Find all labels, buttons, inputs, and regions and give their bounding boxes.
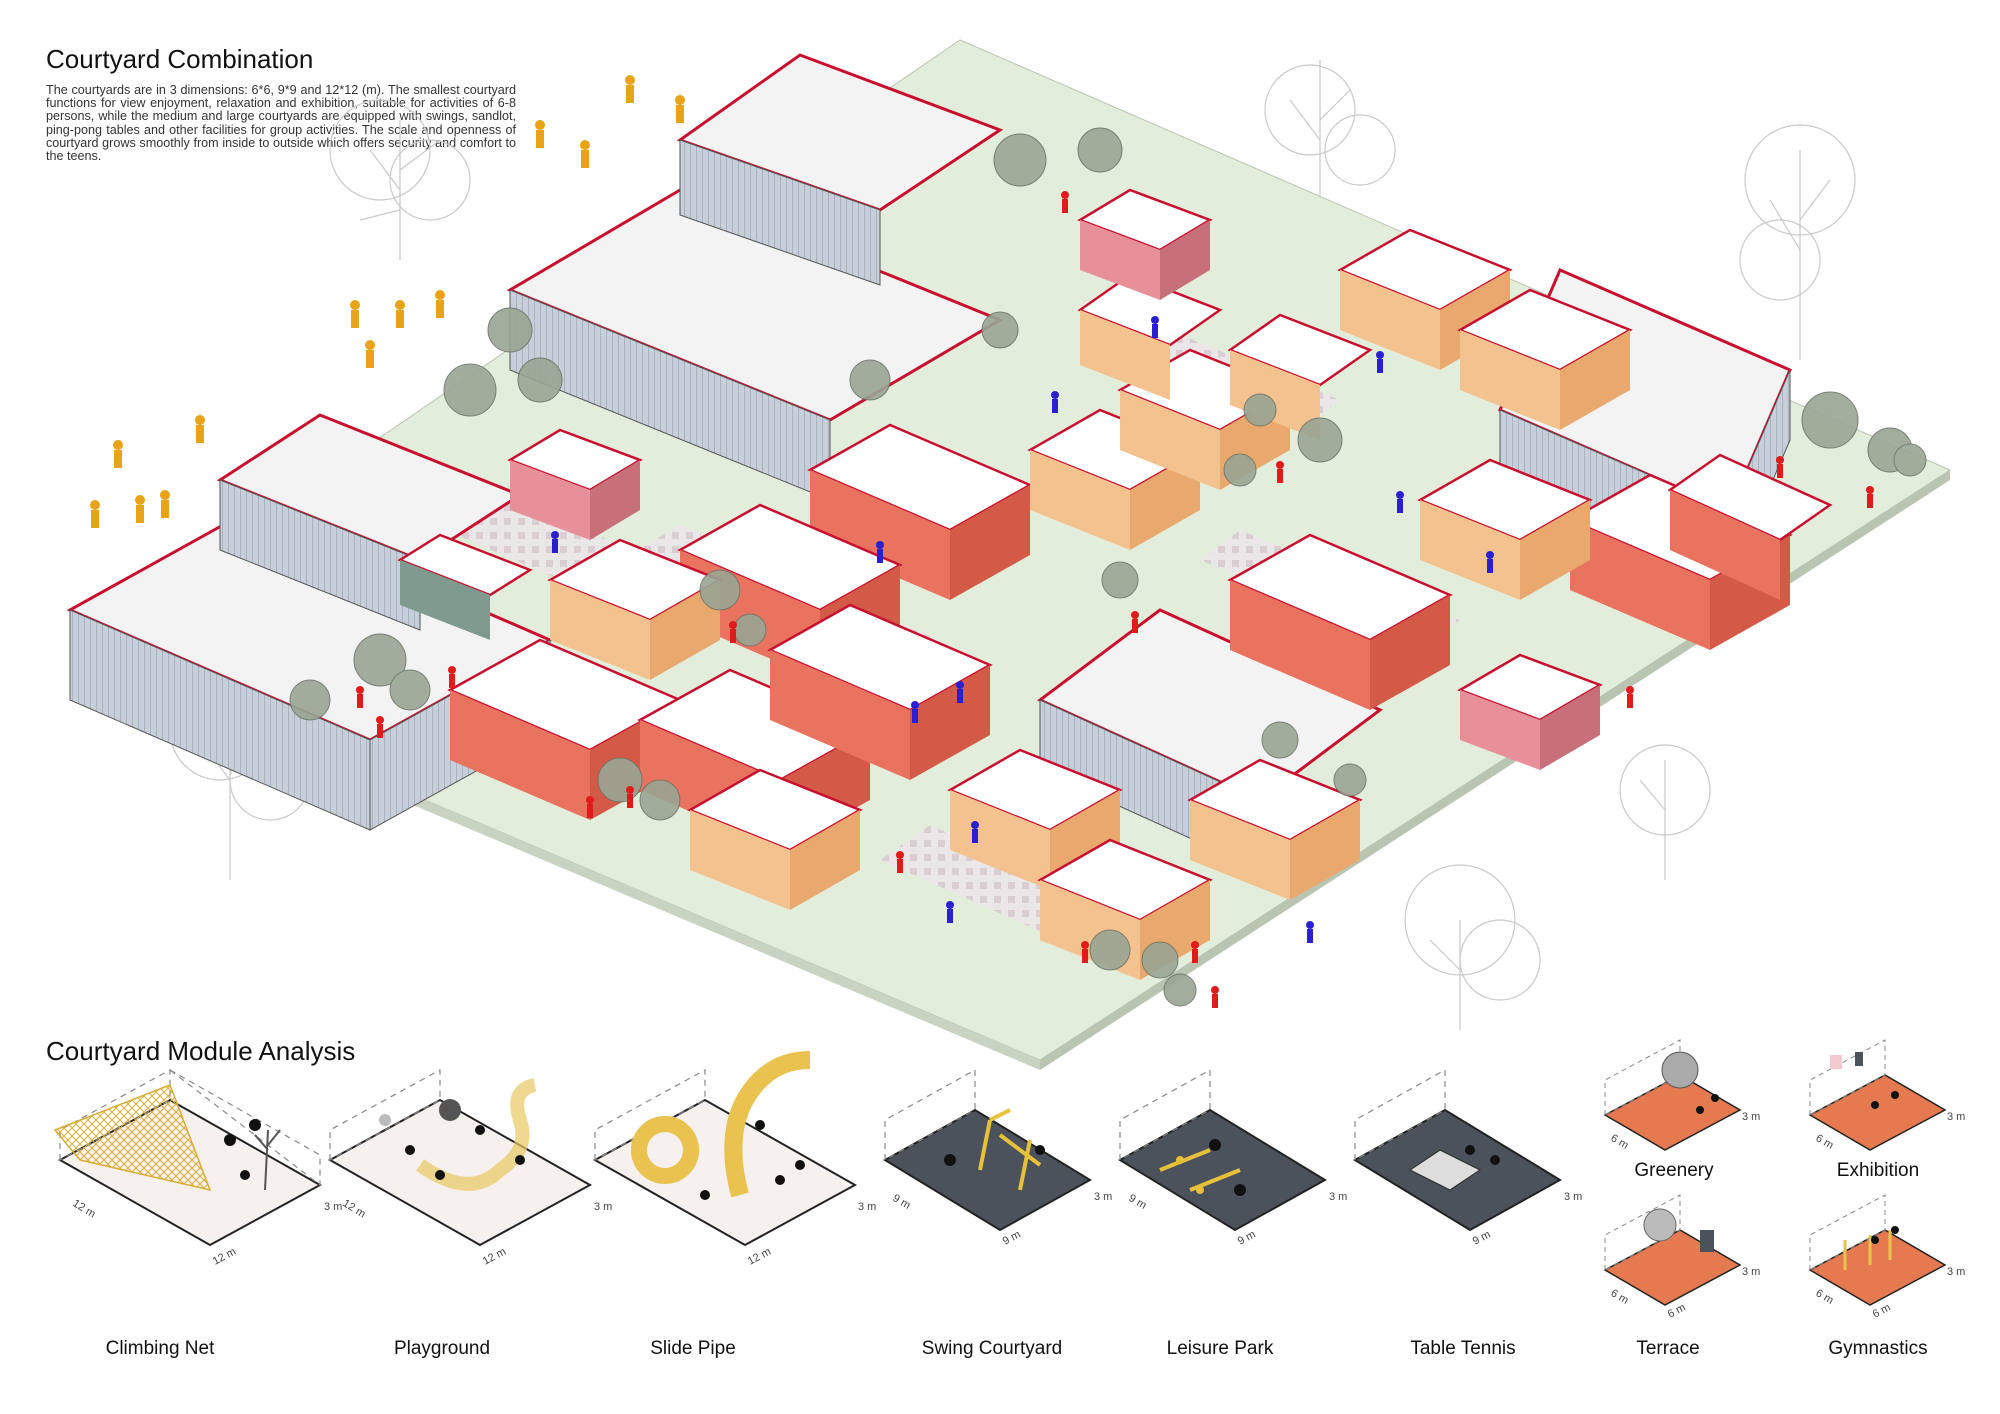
module-playground [327,1068,593,1247]
module-slide-pipe [592,1051,858,1247]
background-trees [169,60,1856,1030]
trees [289,127,1927,1007]
dim-label: 6 m [1871,1301,1893,1320]
red-figures [356,191,1874,1008]
module-label-greenery: Greenery [1634,1160,1714,1181]
dim-label: 3 m [1094,1191,1112,1203]
description-text: The courtyards are in 3 dimensions: 6*6,… [46,83,516,164]
dim-label: 3 m [1329,1191,1347,1203]
module-terrace [1603,1194,1742,1306]
dim-label: 3 m [858,1201,876,1213]
dim-label: 3 m [1947,1111,1965,1123]
module-leisure-park [1118,1068,1327,1232]
orange-figures [90,75,685,528]
dim-label: 3 m [1564,1191,1582,1203]
module-table-tennis [1353,1068,1562,1232]
dim-label: 12 m [211,1246,238,1268]
module-label-slide-pipe: Slide Pipe [650,1338,736,1359]
module-label-exhibition: Exhibition [1836,1160,1920,1181]
dim-label: 12 m [340,1197,367,1220]
module-swing-courtyard [883,1068,1092,1232]
dim-label: 12 m [481,1246,508,1268]
dim-label: 9 m [1127,1192,1149,1212]
blue-figures [551,316,1494,943]
dim-label: 6 m [1609,1287,1631,1307]
dim-label: 6 m [1814,1287,1836,1307]
module-label-terrace: Terrace [1636,1338,1700,1359]
dim-label: 9 m [1001,1228,1023,1247]
dim-label: 3 m [1947,1266,1965,1278]
dim-label: 6 m [1814,1132,1836,1152]
dim-label: 9 m [891,1192,913,1212]
dim-label: 3 m [1742,1266,1760,1278]
section-title: Courtyard Module Analysis [46,1036,356,1066]
dim-label: 3 m [1742,1111,1760,1123]
module-label-leisure-park: Leisure Park [1166,1338,1274,1359]
module-exhibition [1808,1039,1947,1151]
page-title: Courtyard Combination [46,44,314,74]
dim-label: 9 m [1471,1228,1493,1247]
module-greenery [1603,1039,1742,1151]
room-boxes [397,188,1833,980]
dim-label: 12 m [70,1197,97,1220]
module-label-playground: Playground [393,1338,491,1359]
dim-label: 3 m [594,1201,612,1213]
module-label-swing-courtyard: Swing Courtyard [921,1338,1063,1359]
module-gymnastics [1808,1194,1947,1306]
dim-label: 12 m [746,1246,773,1268]
module-label-gymnastics: Gymnastics [1828,1338,1928,1359]
dim-label: 9 m [1236,1228,1258,1247]
module-label-climbing-net: Climbing Net [105,1338,215,1359]
module-climbing-net [53,1068,323,1247]
module-label-table-tennis: Table Tennis [1410,1338,1516,1359]
dim-label: 6 m [1666,1301,1688,1320]
dim-label: 6 m [1609,1132,1631,1152]
dim-label: 3 m [324,1201,342,1213]
